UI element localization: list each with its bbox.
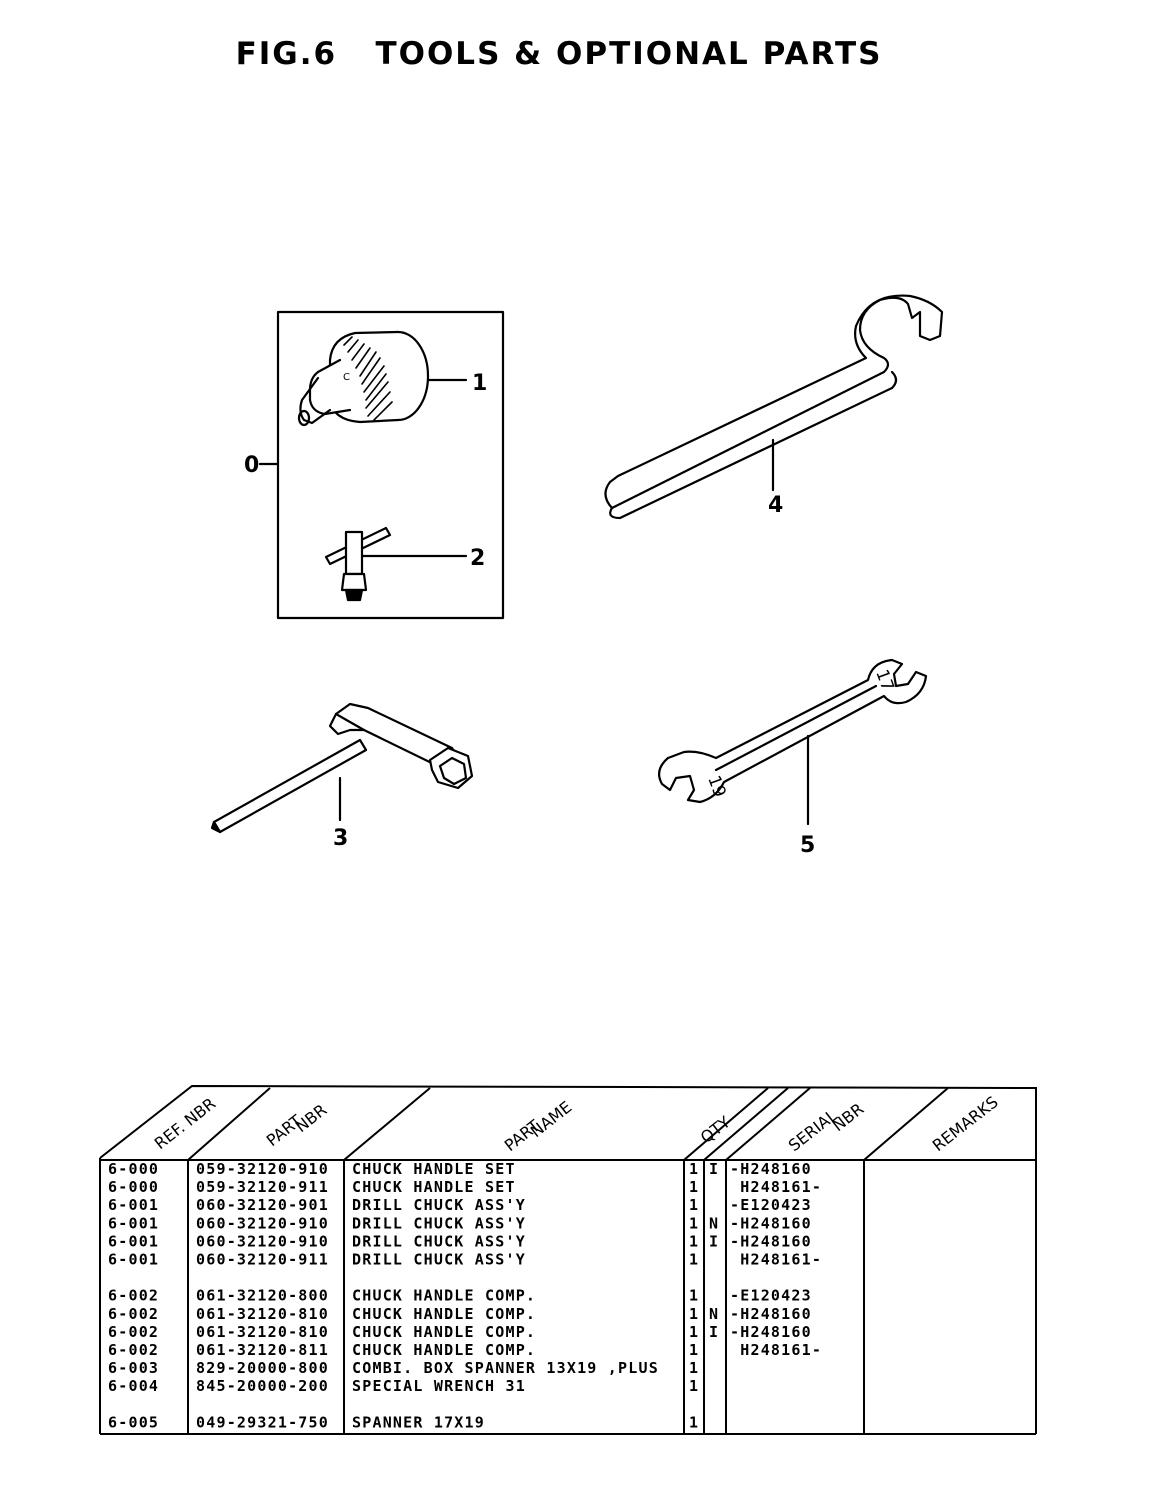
row-2-serial: H248161-: [730, 1178, 822, 1196]
row-12-name: SPECIAL WRENCH 31: [352, 1377, 526, 1395]
row-5-part: 060-32120-910: [196, 1232, 329, 1250]
row-8-name: CHUCK HANDLE COMP.: [352, 1305, 536, 1323]
row-7-qty: 1: [689, 1287, 699, 1305]
row-9-qty: 1: [689, 1323, 699, 1341]
row-8-qty: 1: [689, 1305, 699, 1323]
callout-5: 5: [800, 833, 815, 858]
row-9-name: CHUCK HANDLE COMP.: [352, 1323, 536, 1341]
row-8-serial: -H248160: [730, 1305, 812, 1323]
row-8-part: 061-32120-810: [196, 1305, 329, 1323]
row-3-serial: -E120423: [730, 1196, 812, 1214]
row-7-serial: -E120423: [730, 1287, 812, 1305]
header-serial-nbr-1: SERIAL: [785, 1106, 841, 1155]
row-9-part: 061-32120-810: [196, 1323, 329, 1341]
row-6-qty: 1: [689, 1251, 699, 1269]
row-1-part: 059-32120-910: [196, 1160, 329, 1178]
row-7-part: 061-32120-800: [196, 1287, 329, 1305]
svg-text:C: C: [343, 372, 350, 383]
page-title: FIG.6 TOOLS & OPTIONAL PARTS: [235, 36, 883, 72]
row-10-part: 061-32120-811: [196, 1341, 329, 1359]
row-5-ref: 6-001: [108, 1232, 159, 1250]
row-4-ref: 6-001: [108, 1214, 159, 1232]
row-3-name: DRILL CHUCK ASS'Y: [352, 1196, 526, 1214]
row-11-name: COMBI. BOX SPANNER 13X19 ,PLUS: [352, 1359, 659, 1377]
chuck-key-drawing: [324, 526, 468, 602]
row-13-name: SPANNER 17X19: [352, 1413, 485, 1431]
row-9-code: I: [709, 1323, 719, 1341]
row-5-qty: 1: [689, 1232, 699, 1250]
row-13-ref: 6-005: [108, 1413, 159, 1431]
row-13-part: 049-29321-750: [196, 1413, 329, 1431]
row-10-qty: 1: [689, 1341, 699, 1359]
row-1-qty: 1: [689, 1160, 699, 1178]
row-11-part: 829-20000-800: [196, 1359, 329, 1377]
callout-2: 2: [470, 546, 485, 571]
special-wrench-drawing: [604, 294, 944, 520]
row-2-part: 059-32120-911: [196, 1178, 329, 1196]
row-10-name: CHUCK HANDLE COMP.: [352, 1341, 536, 1359]
row-12-ref: 6-004: [108, 1377, 159, 1395]
row-5-code: I: [709, 1232, 719, 1250]
row-11-ref: 6-003: [108, 1359, 159, 1377]
row-4-qty: 1: [689, 1214, 699, 1232]
row-13-qty: 1: [689, 1413, 699, 1431]
row-2-name: CHUCK HANDLE SET: [352, 1178, 516, 1196]
row-4-name: DRILL CHUCK ASS'Y: [352, 1214, 526, 1232]
callout-0: 0: [244, 453, 259, 478]
row-7-ref: 6-002: [108, 1287, 159, 1305]
callout-4: 4: [768, 493, 783, 518]
row-7-name: CHUCK HANDLE COMP.: [352, 1287, 536, 1305]
open-end-spanner-drawing: 19 17: [657, 658, 928, 826]
row-3-qty: 1: [689, 1196, 699, 1214]
row-6-name: DRILL CHUCK ASS'Y: [352, 1251, 526, 1269]
row-1-serial: -H248160: [730, 1160, 812, 1178]
row-10-serial: H248161-: [730, 1341, 822, 1359]
row-12-part: 845-20000-200: [196, 1377, 329, 1395]
exploded-parts-illustration: C 19 17 0 1 2 3: [210, 294, 944, 858]
row-12-qty: 1: [689, 1377, 699, 1395]
row-1-ref: 6-000: [108, 1160, 159, 1178]
row-9-serial: -H248160: [730, 1323, 812, 1341]
header-part-name-2: NAME: [527, 1097, 576, 1141]
row-5-name: DRILL CHUCK ASS'Y: [352, 1232, 526, 1250]
row-2-qty: 1: [689, 1178, 699, 1196]
header-ref-nbr-1: REF. NBR: [151, 1094, 220, 1153]
box-spanner-drawing: [210, 702, 474, 834]
row-2-ref: 6-000: [108, 1178, 159, 1196]
header-remarks-1: REMARKS: [929, 1092, 1002, 1155]
row-8-code: N: [709, 1305, 719, 1323]
row-4-serial: -H248160: [730, 1214, 812, 1232]
row-4-part: 060-32120-910: [196, 1214, 329, 1232]
row-6-ref: 6-001: [108, 1251, 159, 1269]
row-8-ref: 6-002: [108, 1305, 159, 1323]
callout-1: 1: [472, 371, 487, 396]
drill-chuck-drawing: C: [297, 330, 468, 427]
row-1-code: I: [709, 1160, 719, 1178]
row-1-name: CHUCK HANDLE SET: [352, 1160, 516, 1178]
header-serial-nbr-2: NBR: [829, 1099, 868, 1135]
callout-3: 3: [333, 826, 348, 851]
header-qty-1: QTY: [697, 1112, 734, 1147]
row-9-ref: 6-002: [108, 1323, 159, 1341]
row-6-part: 060-32120-911: [196, 1251, 329, 1269]
row-10-ref: 6-002: [108, 1341, 159, 1359]
row-11-qty: 1: [689, 1359, 699, 1377]
row-3-part: 060-32120-901: [196, 1196, 329, 1214]
row-3-ref: 6-001: [108, 1196, 159, 1214]
row-5-serial: -H248160: [730, 1232, 812, 1250]
row-4-code: N: [709, 1214, 719, 1232]
row-6-serial: H248161-: [730, 1251, 822, 1269]
